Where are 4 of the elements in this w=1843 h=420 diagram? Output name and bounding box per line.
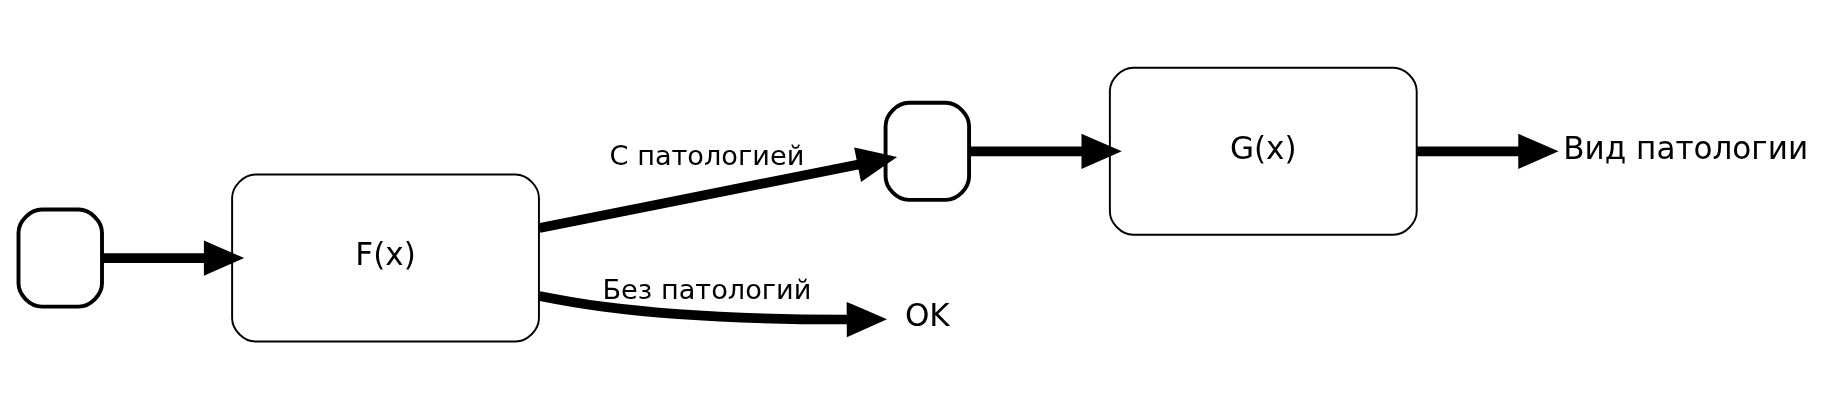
node-text: OK <box>904 296 950 333</box>
edge-label: Без патологий <box>602 273 812 305</box>
node-text: Вид патологии <box>1563 129 1809 166</box>
edge-label: С патологией <box>609 139 805 171</box>
